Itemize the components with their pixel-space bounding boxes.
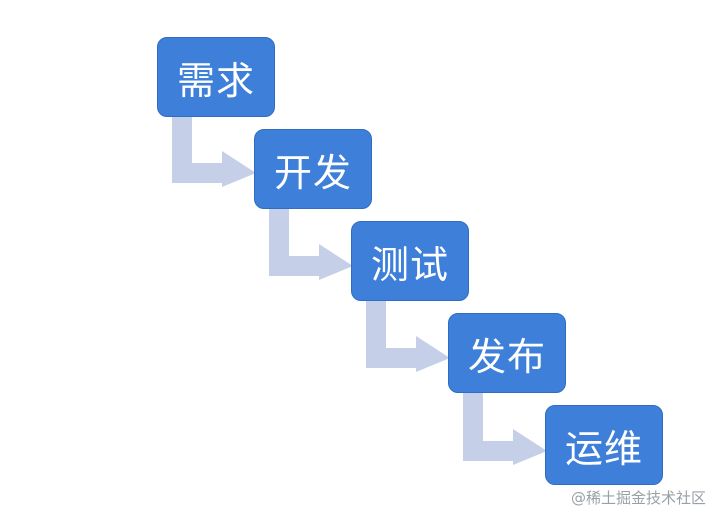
arrow-3: [366, 300, 450, 372]
step-label: 需求: [176, 58, 255, 103]
step-requirements: 需求: [157, 37, 275, 117]
arrow-2: [269, 208, 353, 280]
arrow-1: [172, 115, 256, 187]
step-label: 运维: [564, 426, 643, 471]
step-development: 开发: [254, 129, 372, 209]
step-label: 发布: [467, 334, 546, 379]
step-operations: 运维: [545, 405, 663, 485]
arrow-4: [463, 393, 547, 465]
step-label: 测试: [370, 242, 449, 287]
watermark: @稀土掘金技术社区: [570, 489, 706, 507]
step-release: 发布: [448, 313, 566, 393]
step-testing: 测试: [351, 221, 469, 301]
step-label: 开发: [273, 150, 352, 195]
